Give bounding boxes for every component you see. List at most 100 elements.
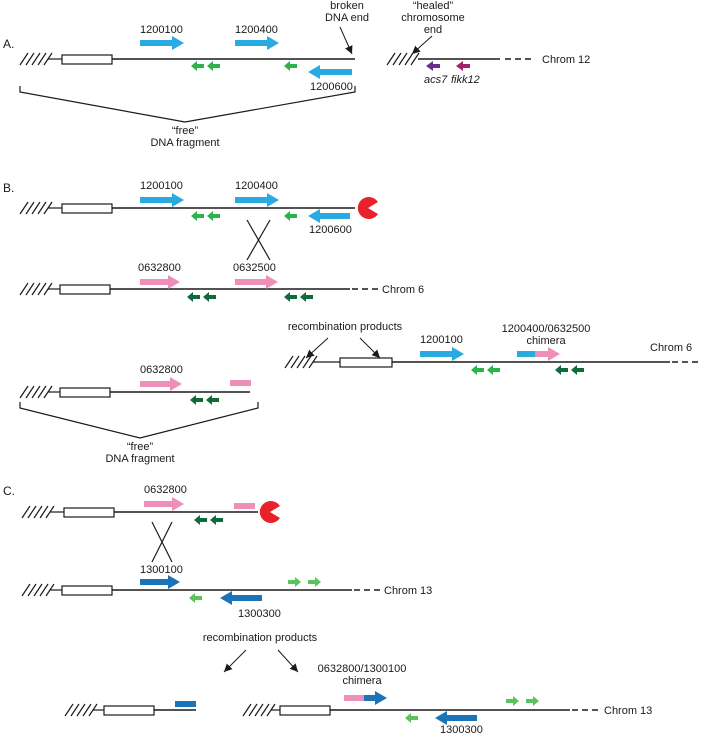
subtelomeric-box-c-free — [103, 705, 155, 716]
telomere-hatch-chrom6 — [19, 282, 53, 296]
small-arrow-a-2 — [207, 61, 220, 71]
subtelomeric-box-c-chrom13-prod — [279, 705, 331, 716]
subtelomeric-box-b1 — [61, 203, 113, 214]
gene-label-1200600-a: 1200600 — [310, 81, 353, 93]
small-arrow-cp-2 — [506, 696, 519, 706]
crossover-x-b-2 — [246, 219, 271, 261]
healed-pointer — [411, 35, 433, 55]
crossover-x-c-2 — [151, 521, 173, 563]
recomb-label-c: recombination products — [203, 632, 318, 644]
gene-arrow-1200600-b — [308, 209, 350, 223]
small-arrow-c6-3 — [284, 292, 297, 302]
subtelomeric-box-b-free — [59, 387, 111, 398]
gene-arrow-1200100-a — [140, 36, 184, 50]
subtelomeric-box-chrom6 — [59, 284, 111, 295]
telomere-hatch-c-chrom13-prod — [242, 703, 276, 717]
pink-fragment-b — [230, 380, 251, 386]
recomb-label-b: recombination products — [288, 321, 403, 333]
small-arrow-b-1 — [191, 211, 204, 221]
gene-label-1200600-b: 1200600 — [309, 224, 352, 236]
healed-label-3: end — [424, 24, 442, 36]
chrom6-label: Chrom 6 — [382, 284, 424, 296]
small-arrow-bp-1 — [471, 365, 484, 375]
chimera-label-b-1: 1200400/0632500 — [502, 323, 591, 335]
panel-a-label: A. — [3, 37, 14, 51]
small-arrow-c6-4 — [300, 292, 313, 302]
gene-label-0632800-c: 0632800 — [144, 484, 187, 496]
panel-c: C. 0632800 Chrom 13 1300100 130030 — [3, 484, 652, 735]
subtelomeric-box-c1 — [63, 507, 115, 518]
panel-b-label: B. — [3, 181, 14, 195]
healed-label-2: chromosome — [401, 12, 465, 24]
gene-label-0632800-b: 0632800 — [138, 262, 181, 274]
free-label-a-2: DNA fragment — [150, 137, 219, 149]
telomere-hatch-chrom12 — [386, 52, 420, 66]
gene-arrow-0632800-b — [140, 275, 180, 289]
small-arrow-c6-2 — [203, 292, 216, 302]
gene-arrow-1200400-b — [235, 193, 279, 207]
gene-label-1200400-b: 1200400 — [235, 180, 278, 192]
free-fragment-bracket-a — [19, 86, 356, 123]
telomere-hatch-b1 — [19, 201, 53, 215]
gene-arrow-1200100-prod — [420, 347, 464, 361]
acs7-label: acs7 — [424, 74, 448, 86]
broken-end-label-2: DNA end — [325, 12, 369, 24]
small-arrow-bp-3 — [555, 365, 568, 375]
telomere-hatch-a-left — [19, 52, 53, 66]
small-arrow-a-3 — [284, 61, 297, 71]
chimera-label-b-2: chimera — [526, 335, 566, 347]
gene-label-1300300-c: 1300300 — [238, 608, 281, 620]
panel-b: B. 1200100 1200400 1200600 Ch — [3, 180, 700, 465]
free-label-b-2: DNA fragment — [105, 453, 174, 465]
chimera-label-c-1: 0632800/1300100 — [318, 663, 407, 675]
subtelomeric-box-b-chrom6-prod — [339, 357, 393, 368]
broken-end-pointer — [339, 26, 353, 55]
gene-label-0632800-prod: 0632800 — [140, 364, 183, 376]
small-arrow-a-1 — [191, 61, 204, 71]
gene-arrow-1200400-a — [235, 36, 279, 50]
small-arrow-bf-1 — [190, 395, 203, 405]
chrom6-prod-label: Chrom 6 — [650, 342, 692, 354]
pink-fragment-c — [234, 503, 255, 509]
small-arrow-c13-1 — [189, 593, 202, 603]
small-arrow-cp-1 — [405, 713, 418, 723]
fikk12-arrow — [456, 61, 470, 71]
gene-label-1200400-a: 1200400 — [235, 24, 278, 36]
gene-label-1200100-a: 1200100 — [140, 24, 183, 36]
small-arrow-cp-3 — [526, 696, 539, 706]
chimera-c-pink-part — [344, 695, 364, 701]
chimera-label-c-2: chimera — [342, 675, 382, 687]
broken-end-label-1: broken — [330, 0, 364, 12]
free-fragment-bracket-b — [19, 402, 259, 439]
gene-label-1200100-b: 1200100 — [140, 180, 183, 192]
small-arrow-c-1 — [194, 515, 207, 525]
healed-label-1: “healed” — [413, 0, 454, 12]
gene-label-1200100-prod: 1200100 — [420, 334, 463, 346]
telomere-hatch-chrom13 — [21, 583, 55, 597]
small-arrow-bp-2 — [487, 365, 500, 375]
chimera-pink-part — [535, 347, 560, 361]
gene-arrow-1300100-c — [140, 575, 180, 589]
chrom13-prod-label: Chrom 13 — [604, 705, 652, 717]
gene-label-1300300-prod: 1300300 — [440, 724, 483, 735]
chimera-cyan-part — [517, 351, 535, 357]
small-arrow-c13-3 — [308, 577, 321, 587]
recomb-pointer-c-left — [223, 649, 247, 673]
panel-a: A. 1200100 1200400 1200600 broken DNA en… — [3, 0, 590, 149]
small-arrow-c-2 — [210, 515, 223, 525]
recomb-pointer-b-right — [359, 337, 381, 359]
subtelomeric-box-chrom13 — [61, 585, 113, 596]
small-arrow-bf-2 — [206, 395, 219, 405]
chimera-c-blue-part — [364, 691, 387, 705]
gene-label-0632500-b: 0632500 — [233, 262, 276, 274]
recomb-pointer-b-left — [305, 337, 329, 359]
fikk12-label: fikk12 — [451, 74, 480, 86]
small-arrow-b-2 — [207, 211, 220, 221]
gene-arrow-1300300-c — [220, 591, 262, 605]
chrom13-label: Chrom 13 — [384, 585, 432, 597]
recomb-pointer-c-right — [277, 649, 299, 673]
small-arrow-c6-1 — [187, 292, 200, 302]
blue-fragment-c — [175, 701, 196, 707]
acs7-arrow — [426, 61, 440, 71]
